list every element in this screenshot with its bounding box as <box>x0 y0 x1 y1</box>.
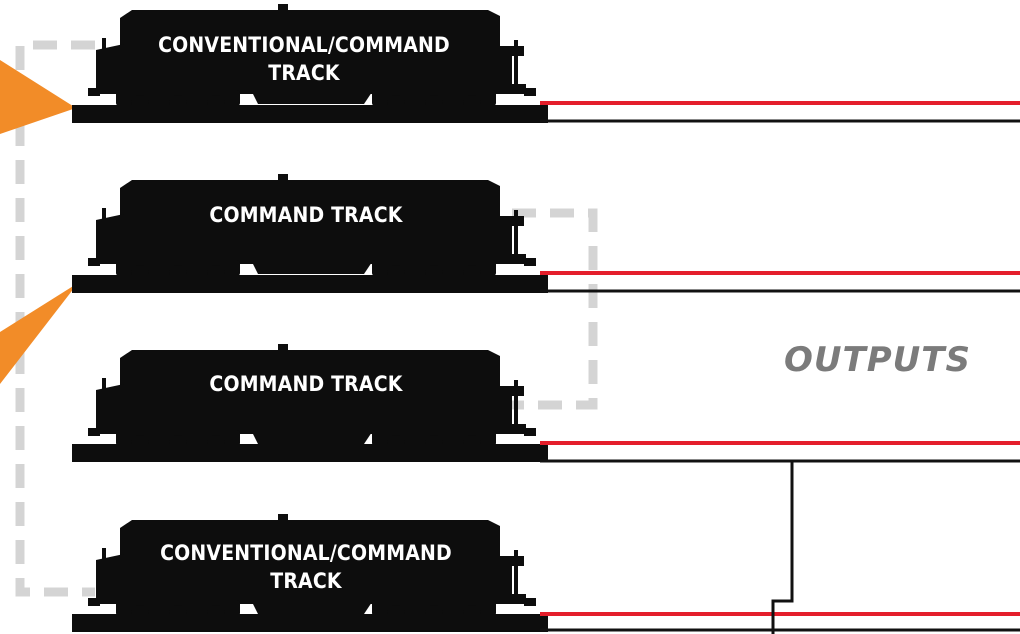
track-4 <box>72 514 1020 632</box>
locomotive-silhouette <box>88 344 536 453</box>
rail <box>72 444 548 462</box>
locomotive-label-1: CONVENTIONAL/COMMAND TRACK <box>158 33 450 85</box>
pointer-arrow-top <box>0 60 76 134</box>
rail <box>72 105 548 123</box>
command-group-outline <box>512 208 598 410</box>
locomotive-label-3: COMMAND TRACK <box>209 372 403 396</box>
rail <box>72 614 548 632</box>
outputs-label: OUTPUTS <box>784 340 971 380</box>
locomotive-label-4: CONVENTIONAL/COMMAND TRACK <box>160 541 452 593</box>
conventional-group-outline <box>15 40 95 597</box>
locomotive-label-2: COMMAND TRACK <box>209 203 403 227</box>
track-3 <box>72 344 1020 463</box>
ground-jumper-wire <box>771 461 794 634</box>
pointer-arrow-middle <box>0 283 78 384</box>
rail <box>72 275 548 293</box>
track-1 <box>72 4 1020 123</box>
track-2 <box>72 174 1020 293</box>
